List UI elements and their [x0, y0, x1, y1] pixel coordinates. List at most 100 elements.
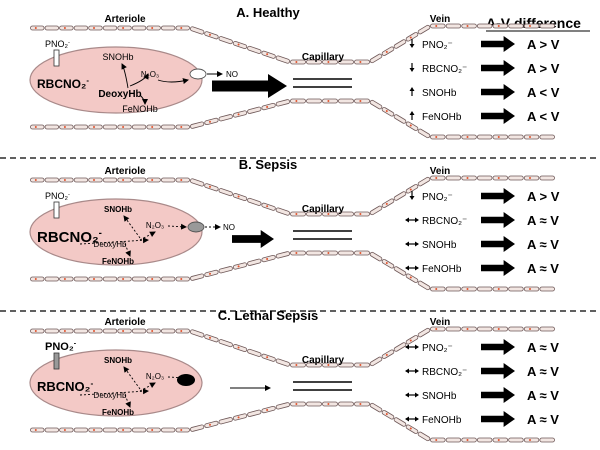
endothelial-cell — [204, 334, 219, 343]
endothelial-cell — [232, 192, 248, 202]
nucleus-dot — [466, 439, 469, 441]
endothelial-cell — [393, 266, 407, 276]
nucleus-dot — [435, 328, 438, 330]
endothelial-cell — [131, 328, 147, 334]
endothelial-cell — [73, 328, 89, 334]
endothelial-cell — [369, 251, 383, 262]
arteriole-label: Arteriole — [104, 317, 146, 328]
endothelial-cell — [189, 329, 205, 338]
result-arrow — [481, 60, 515, 76]
endothelial-cell — [492, 23, 509, 29]
nucleus-dot — [180, 27, 183, 29]
fenohb-label: FeNOHb — [122, 104, 158, 114]
nucleus-dot — [266, 408, 269, 411]
fenohb-label: FeNOHb — [102, 257, 134, 266]
vein-label: Vein — [430, 14, 451, 25]
nucleus-dot — [529, 439, 531, 441]
rbcno2-label: RBCNO₂- — [37, 76, 89, 91]
endothelial-cell — [354, 250, 370, 256]
nucleus-dot — [180, 330, 183, 332]
red-blood-cell — [29, 349, 203, 417]
arrow-tip — [405, 368, 409, 374]
endothelial-cell — [523, 175, 540, 181]
endothelial-cell — [44, 124, 59, 130]
nucleus-dot — [529, 328, 531, 330]
endothelial-cell — [261, 102, 276, 111]
nucleus-dot — [208, 423, 211, 426]
endothelial-cell — [338, 98, 354, 104]
nucleus-dot — [122, 429, 125, 431]
av-row: RBCNO₂⁻A > V — [409, 60, 560, 76]
nucleus-dot — [409, 36, 412, 39]
vessel-wall-top — [30, 326, 555, 368]
endothelial-cell — [261, 50, 276, 59]
endothelial-cell — [417, 128, 431, 139]
endothelial-cell — [539, 175, 555, 181]
endothelial-cell — [102, 25, 118, 31]
nucleus-dot — [385, 413, 388, 416]
nucleus-dot — [237, 43, 240, 46]
endothelial-cell — [417, 24, 431, 35]
nucleus-dot — [93, 179, 95, 181]
endothelial-cell — [146, 276, 161, 282]
endothelial-cell — [247, 409, 262, 417]
av-row: RBCNO₂⁻A ≈ V — [405, 212, 559, 228]
result-arrow — [481, 339, 515, 355]
av-result: A < V — [527, 109, 560, 124]
endothelial-cell — [381, 259, 395, 269]
endothelial-cell — [354, 59, 370, 65]
endothelial-cell — [175, 276, 190, 282]
endothelial-cell — [393, 114, 407, 124]
endothelial-cell — [218, 417, 233, 425]
nucleus-dot — [34, 126, 37, 128]
species-label: SNOHb — [422, 240, 457, 251]
endothelial-cell — [508, 175, 524, 181]
endothelial-cell — [261, 405, 276, 414]
result-arrow — [481, 188, 515, 204]
vessel-wall-bottom — [30, 98, 555, 140]
nitrite-transporter — [53, 352, 60, 370]
nucleus-dot — [409, 339, 412, 342]
snohb-label: SNOHb — [102, 52, 133, 62]
endothelial-cell — [30, 25, 45, 31]
arrow-tip — [415, 392, 419, 398]
endothelial-cell — [306, 250, 322, 256]
endothelial-cell — [508, 326, 524, 332]
endothelial-cell — [131, 25, 147, 31]
endothelial-cell — [476, 286, 493, 292]
endothelial-cell — [405, 121, 419, 131]
nucleus-dot — [237, 113, 240, 116]
endothelial-cell — [30, 276, 45, 282]
endothelial-cell — [476, 134, 493, 140]
nucleus-dot — [180, 179, 183, 181]
endothelial-cell — [322, 250, 338, 256]
endothelial-cell — [393, 39, 407, 49]
arrow-tip — [409, 111, 415, 115]
arrow-tip — [405, 392, 409, 398]
panel-title: C. Lethal Sepsis — [218, 308, 318, 323]
result-arrow — [481, 36, 515, 52]
panel-title: B. Sepsis — [239, 157, 298, 172]
nucleus-dot — [63, 429, 66, 431]
nucleus-dot — [327, 403, 330, 405]
endothelial-cell — [218, 36, 233, 45]
result-arrow — [481, 236, 515, 252]
nucleus-dot — [34, 330, 37, 332]
endothelial-cell — [492, 175, 509, 181]
endothelial-cell — [204, 183, 219, 192]
nucleus-dot — [266, 257, 269, 260]
endothelial-cell — [405, 424, 419, 434]
endothelial-cell — [161, 427, 176, 433]
endothelial-cell — [369, 402, 383, 413]
nucleus-dot — [237, 195, 240, 198]
endothelial-cell — [117, 177, 132, 183]
endothelial-cell — [461, 286, 477, 292]
nucleus-dot — [497, 288, 500, 290]
endothelial-cell — [492, 134, 509, 140]
species-label: FeNOHb — [422, 112, 462, 123]
nucleus-dot — [529, 25, 531, 27]
n2o3-label: N₂O₃ — [141, 70, 159, 79]
arrow-tip — [415, 416, 419, 422]
reaction-arrow — [167, 374, 187, 381]
